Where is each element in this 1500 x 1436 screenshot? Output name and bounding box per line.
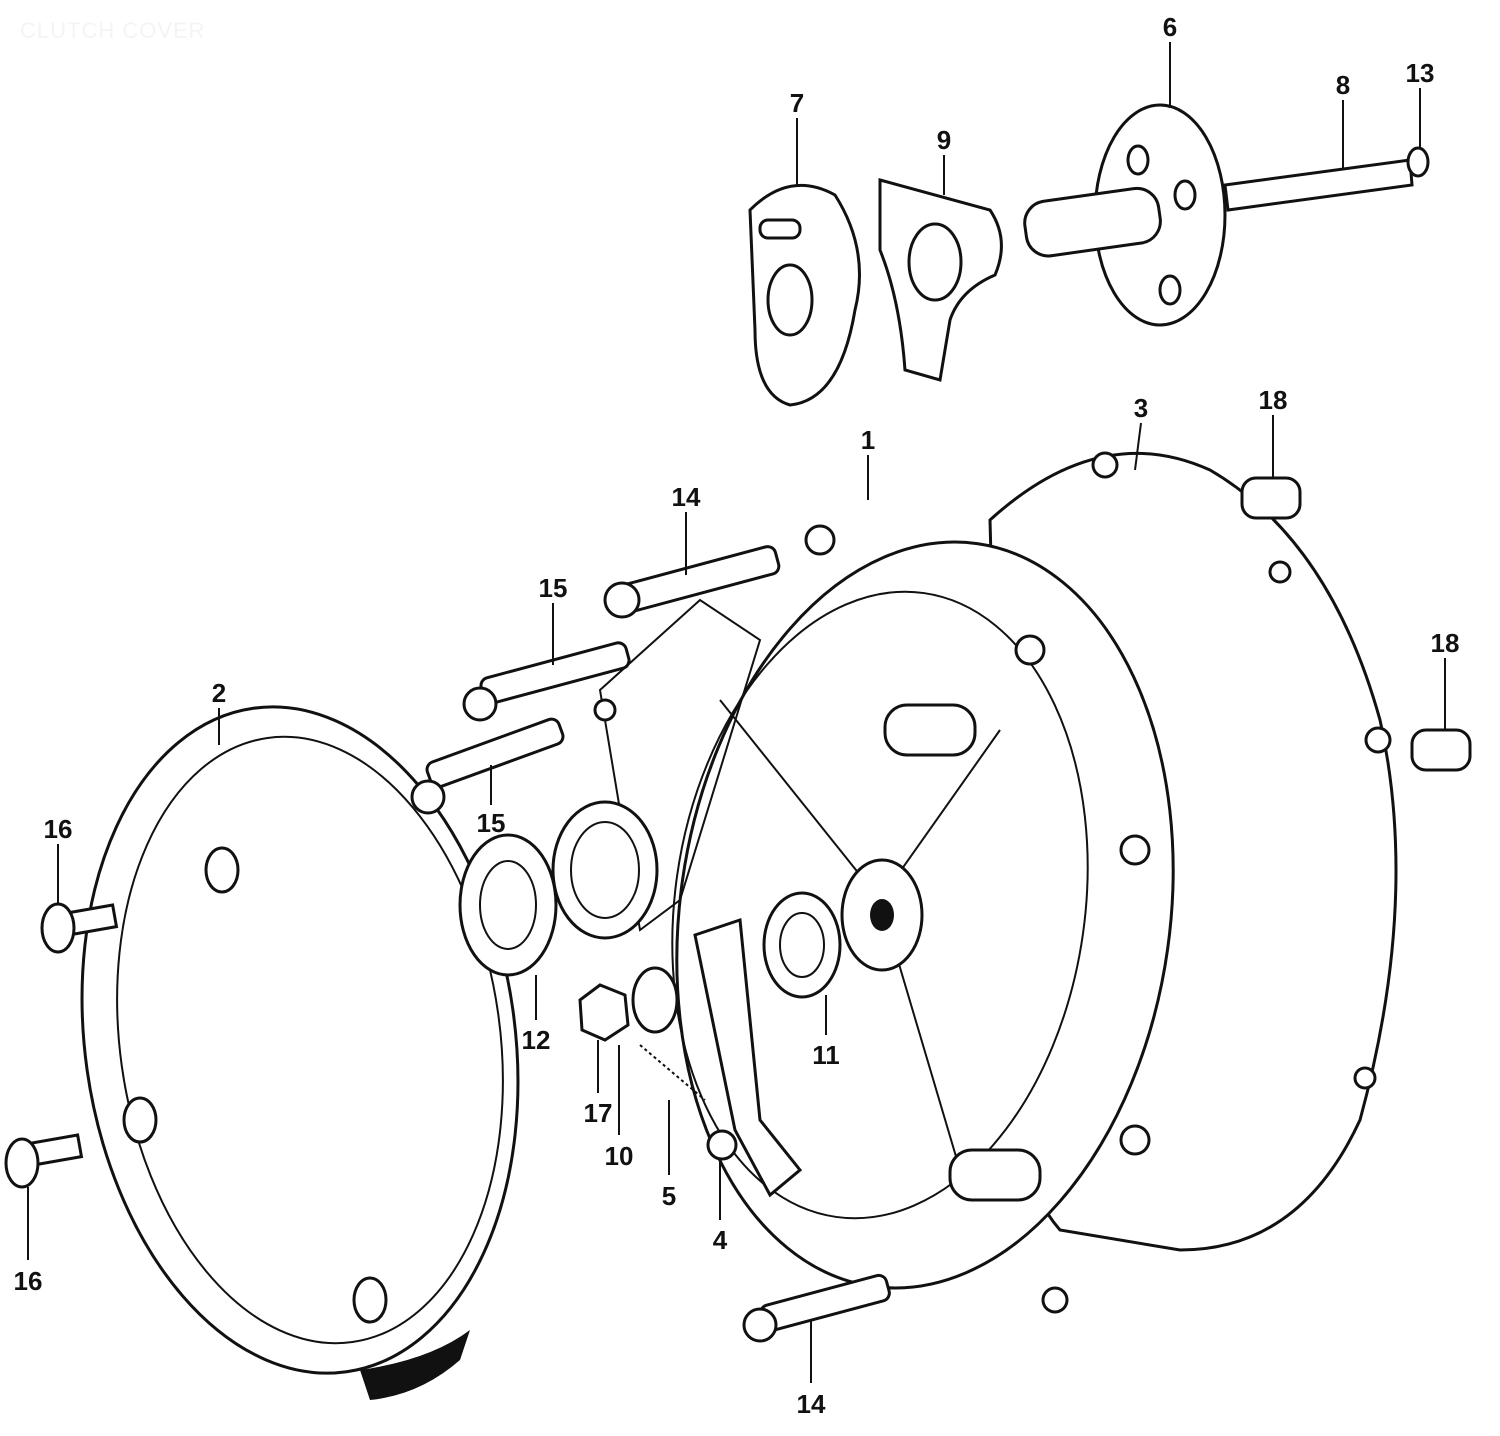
part-15-screw-a xyxy=(462,641,631,722)
part-8-screw xyxy=(1223,146,1430,212)
part-2-outer-cover xyxy=(80,705,520,1400)
callout-10: 10 xyxy=(605,1141,634,1171)
callout-14-bottom: 14 xyxy=(797,1389,826,1419)
callout-labels: 6 7 9 8 13 1 3 18 18 14 15 2 15 16 12 11… xyxy=(14,12,1460,1419)
callout-13: 13 xyxy=(1406,58,1435,88)
callout-1: 1 xyxy=(861,425,875,455)
callout-16-top: 16 xyxy=(44,814,73,844)
callout-16-bottom: 16 xyxy=(14,1266,43,1296)
part-6-shaft-flange xyxy=(1023,103,1227,327)
callout-9: 9 xyxy=(937,125,951,155)
part-7-lever-plate xyxy=(748,183,861,407)
callout-15-top: 15 xyxy=(539,573,568,603)
part-15-screw-b xyxy=(410,717,565,815)
part-14-screw-top xyxy=(603,545,781,619)
callout-12: 12 xyxy=(522,1025,551,1055)
callout-3: 3 xyxy=(1134,393,1148,423)
callout-14-top: 14 xyxy=(672,482,701,512)
callout-7: 7 xyxy=(790,88,804,118)
diagram-title: CLUTCH COVER xyxy=(20,18,206,43)
part-1-clutch-cover xyxy=(551,524,1175,1314)
part-10-washer xyxy=(631,966,679,1034)
callout-17: 17 xyxy=(584,1098,613,1128)
part-17-nut xyxy=(578,983,630,1042)
callout-2: 2 xyxy=(212,678,226,708)
callout-6: 6 xyxy=(1163,12,1177,42)
part-16-screw-b xyxy=(4,1133,84,1189)
callout-18-top: 18 xyxy=(1259,385,1288,415)
part-11-oil-seal xyxy=(762,891,842,999)
leader-lines xyxy=(27,42,1446,1383)
part-18-dowel-a xyxy=(1240,476,1302,520)
part-18-dowel-b xyxy=(1410,728,1472,772)
part-4-clutch-lever xyxy=(693,917,803,1198)
part-5-spring xyxy=(639,1044,706,1101)
part-9-plate xyxy=(878,178,1003,382)
callout-15-lower: 15 xyxy=(477,808,506,838)
callout-4: 4 xyxy=(713,1225,728,1255)
part-12-oil-seal xyxy=(458,833,558,977)
callout-5: 5 xyxy=(662,1181,676,1211)
callout-11: 11 xyxy=(812,1040,840,1070)
part-16-screw-a xyxy=(40,902,119,954)
callout-18-right: 18 xyxy=(1431,628,1460,658)
callout-8: 8 xyxy=(1336,70,1350,100)
part-14-screw-bottom xyxy=(742,1273,891,1343)
